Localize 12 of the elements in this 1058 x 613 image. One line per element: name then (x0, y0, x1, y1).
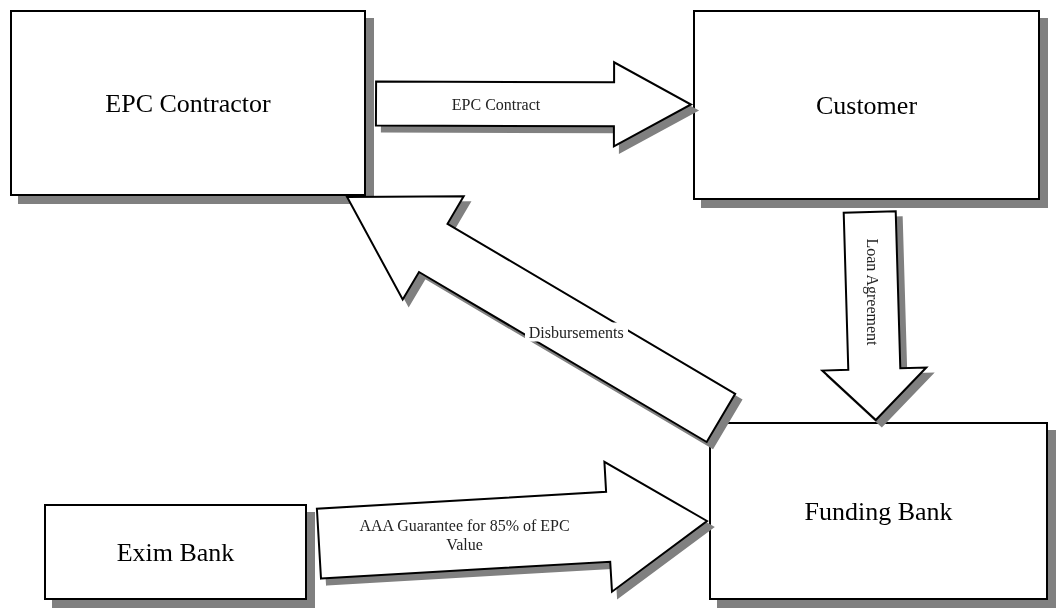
entity-name: Exim Bank (115, 536, 236, 569)
entity-name: Customer (814, 89, 919, 122)
block-arrow (374, 60, 692, 148)
entity-name: EPC Contractor (104, 87, 272, 120)
edge-label: EPC Contract (451, 94, 541, 114)
edge-label: Disbursements (524, 322, 628, 342)
entity-name: Funding Bank (803, 495, 954, 528)
edge-label: Loan Agreement (862, 237, 882, 346)
block-arrow (346, 195, 737, 444)
edge-label: AAA Guarantee for 85% of EPC Value (358, 516, 571, 555)
block-arrow (315, 460, 708, 594)
block-arrow (819, 210, 929, 421)
